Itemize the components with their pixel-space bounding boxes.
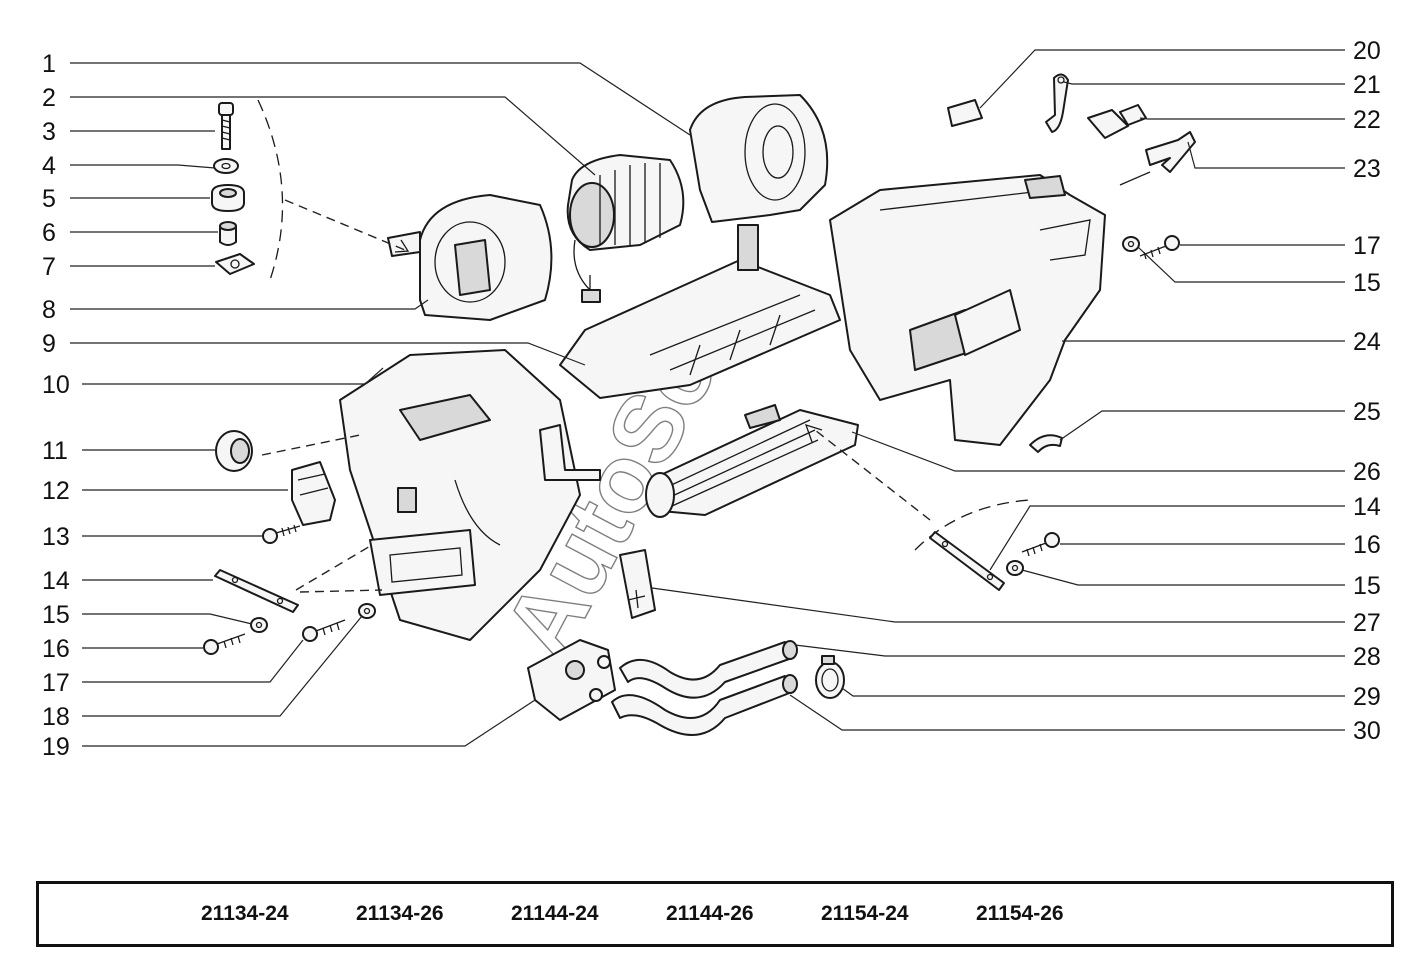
resistor: [291, 461, 336, 526]
grommet: [215, 430, 253, 472]
model-code: 21134-24: [201, 902, 289, 925]
callout-6: 6: [42, 219, 56, 247]
callout-14: 14: [42, 567, 70, 595]
callout-15-right-lower: 15: [1353, 572, 1381, 600]
hose-clip-small: [1029, 434, 1063, 453]
callout-30: 30: [1353, 717, 1381, 745]
callout-18: 18: [42, 703, 70, 731]
callout-19: 19: [42, 733, 70, 761]
washer-15-right-lower: [1006, 560, 1024, 576]
fan-housing-lower: [387, 194, 553, 321]
model-code: 21144-24: [511, 902, 599, 925]
callout-16: 16: [42, 635, 70, 663]
callout-13: 13: [42, 523, 70, 551]
air-duct: [559, 224, 841, 399]
exploded-parts-diagram: AutoSoft: [42, 37, 1381, 761]
linkage-arm: [1119, 131, 1196, 186]
bolt: [218, 102, 234, 150]
assembly-arrow: [295, 544, 373, 591]
model-code: 21154-26: [976, 902, 1064, 925]
washer: [213, 158, 239, 174]
callout-11: 11: [42, 437, 68, 465]
callout-21: 21: [1353, 71, 1381, 99]
heater-hoses: [611, 640, 798, 736]
callout-3: 3: [42, 118, 56, 146]
model-codes-box: 21134-24 21134-26 21144-24 21144-26 2115…: [36, 881, 1394, 947]
heater-housing: [339, 349, 601, 641]
washer-18: [358, 603, 376, 619]
strap-right: [929, 531, 1005, 591]
screw-17-left: [302, 619, 346, 642]
washer-15-right-upper: [1122, 236, 1140, 252]
spacer-sleeve: [219, 221, 237, 246]
rubber-bushing: [211, 184, 245, 212]
callout-22: 22: [1353, 106, 1381, 134]
blower-motor: [566, 154, 685, 303]
callout-20: 20: [1353, 37, 1381, 65]
screw-16-right: [1021, 532, 1060, 557]
callout-8: 8: [42, 296, 56, 324]
nut-clip: [215, 253, 255, 275]
callout-16-right: 16: [1353, 531, 1381, 559]
callout-26: 26: [1353, 458, 1381, 486]
assembly-arrow: [284, 199, 406, 251]
callout-1: 1: [42, 50, 56, 78]
callout-5: 5: [42, 185, 56, 213]
screw-17-right: [1139, 235, 1180, 260]
callout-24: 24: [1353, 328, 1381, 356]
callout-numbers-left: 1 2 3 4 5 6 7 8 9 10 11 12 13 14 15 16 1…: [42, 50, 70, 761]
callout-2: 2: [42, 84, 56, 112]
hose-clamp: [815, 655, 845, 699]
washer-15-left: [250, 617, 268, 633]
callout-23: 23: [1353, 155, 1381, 183]
arrow-head: [394, 239, 410, 253]
model-code: 21144-26: [666, 902, 754, 925]
assembly-arrow: [261, 434, 361, 456]
callout-28: 28: [1353, 643, 1381, 671]
callout-27: 27: [1353, 609, 1381, 637]
callout-17: 17: [42, 669, 70, 697]
callout-15-right: 15: [1353, 269, 1381, 297]
screw-16-left: [203, 633, 246, 655]
heater-housing-right: [829, 174, 1106, 446]
callout-15: 15: [42, 601, 70, 629]
assembly-arrow: [299, 589, 383, 593]
callout-numbers-right: 20 21 22 23 17 15 24 25 26 14 16 15 27 2…: [1353, 37, 1381, 745]
callout-7: 7: [42, 253, 56, 281]
core-bracket: [619, 549, 656, 619]
screw-13: [262, 524, 301, 544]
heater-core: [645, 404, 859, 518]
shaft-bracket: [1087, 104, 1147, 139]
callout-25: 25: [1353, 398, 1381, 426]
callout-4: 4: [42, 152, 56, 180]
callout-17-right: 17: [1353, 232, 1381, 260]
callout-14-right: 14: [1353, 493, 1381, 521]
fan-housing-cover: [689, 94, 829, 223]
assembly-arrow: [814, 429, 931, 521]
callout-10: 10: [42, 371, 70, 399]
model-code: 21154-24: [821, 902, 909, 925]
model-codes-row: 21134-24 21134-26 21144-24 21144-26 2115…: [201, 884, 1131, 944]
callout-9: 9: [42, 330, 56, 358]
strap-left: [214, 569, 299, 613]
leader-lines-left: [70, 62, 691, 747]
arrow-head: [804, 423, 823, 443]
callout-29: 29: [1353, 683, 1381, 711]
control-lever: [1045, 73, 1069, 133]
heater-valve: [527, 639, 616, 721]
lamp-cap: [947, 99, 983, 127]
model-code: 21134-26: [356, 902, 444, 925]
callout-12: 12: [42, 477, 70, 505]
leader-lines-right: [651, 49, 1345, 731]
